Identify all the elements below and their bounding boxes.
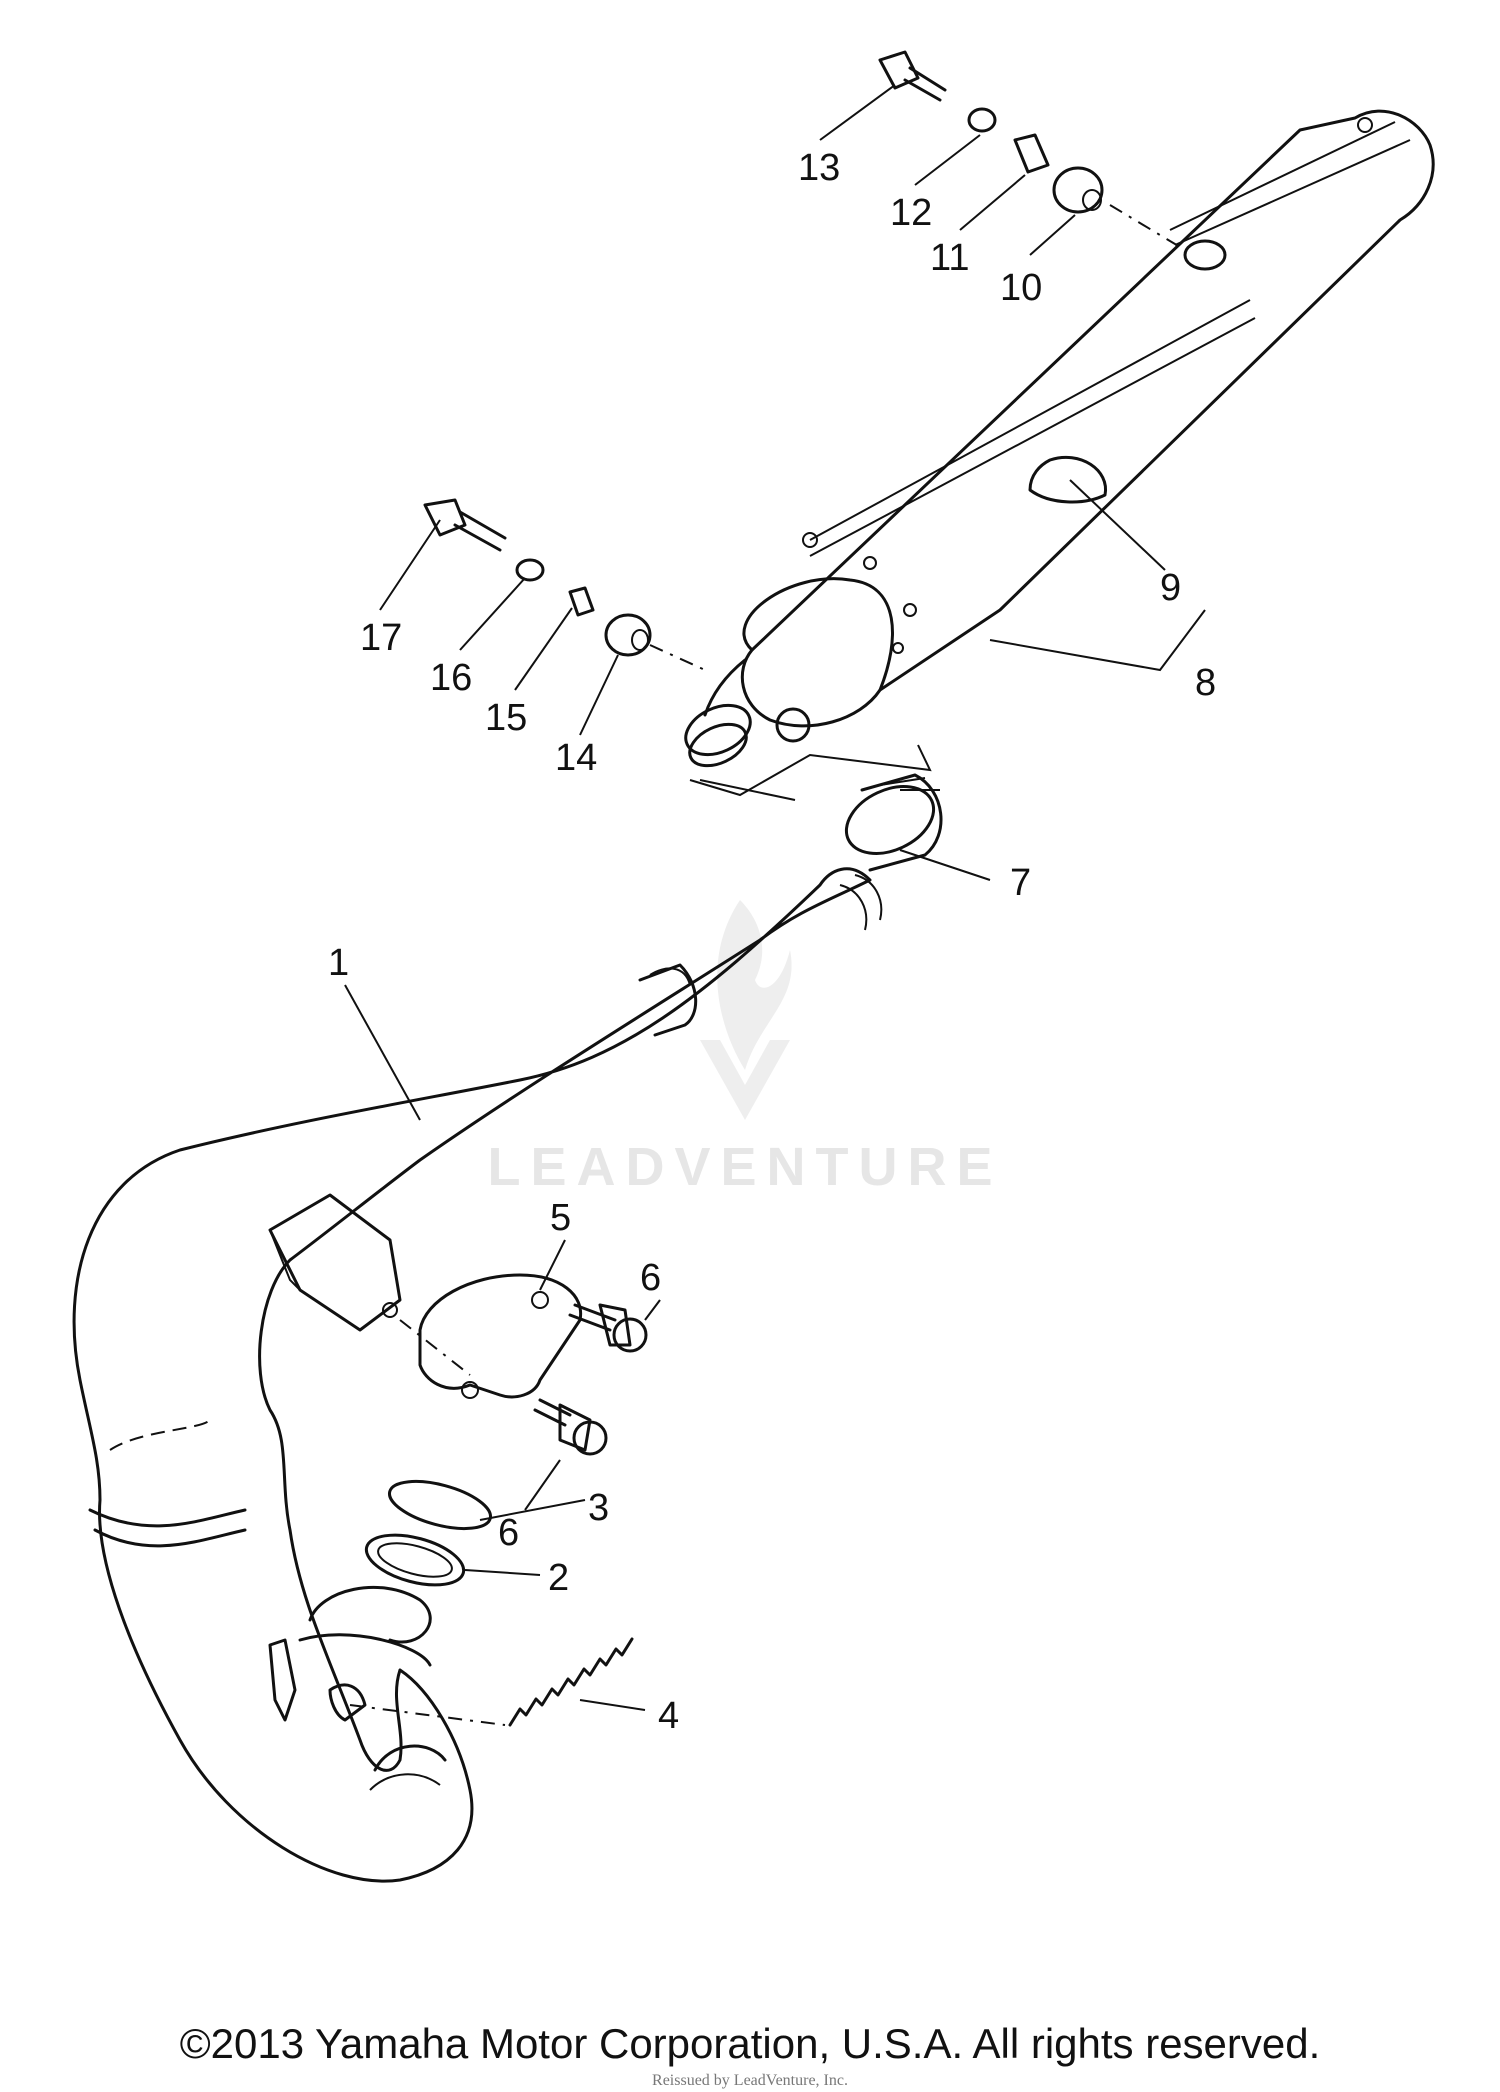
- washer-part-16: [515, 558, 545, 582]
- callout-13: 13: [798, 147, 840, 189]
- sleeve-part-7: [844, 773, 943, 872]
- callout-16: 16: [430, 657, 472, 699]
- callout-8: 8: [1195, 662, 1216, 704]
- assembly-line-14: [649, 644, 706, 671]
- exhaust-pipe-part-1: [72, 867, 883, 1883]
- callout-2: 2: [548, 1557, 569, 1599]
- watermark: LEADVENTURE: [487, 900, 1002, 1197]
- callout-5: 5: [550, 1197, 571, 1239]
- callout-1: 1: [328, 942, 349, 984]
- bracket-part-5: [418, 1273, 583, 1399]
- bolt-part-13: [878, 50, 947, 102]
- callout-9: 9: [1160, 567, 1181, 609]
- washer-part-12: [967, 107, 997, 133]
- muffler-part-8: [684, 109, 1435, 768]
- o-ring-part-3: [388, 1479, 492, 1531]
- assembly-line-6: [399, 1319, 471, 1376]
- spring-part-4: [508, 1637, 634, 1727]
- collar-part-11: [1013, 133, 1050, 174]
- assembly-line-10: [1109, 204, 1186, 251]
- leader-lines: [344, 84, 1206, 1711]
- collar-part-15: [568, 586, 595, 617]
- grommet-part-10: [1052, 166, 1104, 214]
- callout-15: 15: [485, 697, 527, 739]
- bolt-part-17: [423, 498, 507, 552]
- callout-6-lower: 6: [498, 1512, 519, 1554]
- callout-11: 11: [930, 237, 969, 279]
- callout-10: 10: [1000, 267, 1042, 309]
- leadventure-logo: [700, 900, 792, 1120]
- callout-12: 12: [890, 192, 932, 234]
- grommet-part-14: [604, 613, 652, 657]
- callout-7: 7: [1010, 862, 1031, 904]
- callout-6-upper: 6: [640, 1257, 661, 1299]
- callout-4: 4: [658, 1695, 679, 1737]
- reissued-notice: Reissued by LeadVenture, Inc.: [652, 2072, 848, 2089]
- copyright-notice: ©2013 Yamaha Motor Corporation, U.S.A. A…: [179, 2020, 1321, 2067]
- bolt-part-6-upper: [568, 1303, 648, 1353]
- watermark-text: LEADVENTURE: [487, 1137, 1002, 1197]
- gasket-part-2: [364, 1533, 466, 1587]
- callout-3: 3: [588, 1487, 609, 1529]
- assembly-line-4: [349, 1704, 506, 1726]
- callout-17: 17: [360, 617, 402, 659]
- callout-14: 14: [555, 737, 597, 779]
- callout-numbers: 13 12 11 10 9 8 17 16 15 14 7 1 5 6 6 3 …: [328, 147, 1216, 1737]
- bolt-part-6-lower: [533, 1398, 608, 1456]
